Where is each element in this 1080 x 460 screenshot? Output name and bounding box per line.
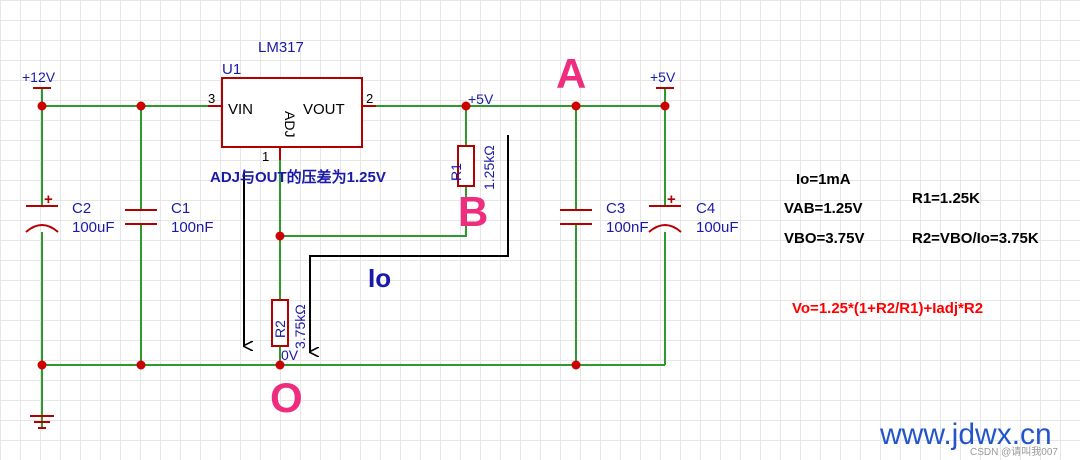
capacitor-c1	[125, 209, 157, 225]
node-o-label: O	[270, 374, 303, 421]
capacitor-c3	[560, 209, 592, 225]
io-current-label: Io	[368, 263, 391, 293]
wires	[41, 88, 666, 428]
c1-designator: C1	[171, 200, 190, 217]
u1-part-label: LM317	[258, 39, 304, 56]
junction-dot	[660, 101, 670, 111]
u1-designator: U1	[222, 61, 241, 78]
c3-value: 100nF	[606, 219, 649, 236]
calc-r1: R1=1.25K	[912, 190, 980, 207]
r1-value: 1.25kΩ	[481, 145, 497, 190]
c2-designator: C2	[72, 200, 91, 217]
current-path-arrow	[309, 135, 509, 352]
r2-designator: R2	[272, 320, 288, 338]
c2-value: 100uF	[72, 219, 115, 236]
pin-1-number: 1	[262, 149, 269, 164]
calc-r2: R2=VBO/Io=3.75K	[912, 230, 1039, 247]
resistor-r2	[271, 299, 289, 347]
capacitor-c4	[648, 205, 682, 233]
net-5v-port-label: +5V	[650, 69, 676, 85]
pin-2-number: 2	[366, 91, 373, 106]
calc-vbo: VBO=3.75V	[784, 230, 864, 247]
resistor-r1	[457, 145, 475, 187]
pin-vout-label: VOUT	[303, 101, 345, 118]
junction-dot	[136, 360, 146, 370]
node-b-label: B	[458, 188, 488, 235]
junction-dot	[571, 101, 581, 111]
junction-dot	[136, 101, 146, 111]
pin-vin-label: VIN	[228, 101, 253, 118]
junction-dot	[275, 231, 285, 241]
capacitor-c2	[25, 205, 59, 233]
calc-io: Io=1mA	[796, 171, 851, 188]
ground-symbol	[30, 415, 54, 429]
wire-r1-bottom	[280, 186, 467, 237]
adj-voltage-note: ADJ与OUT的压差为1.25V	[210, 168, 386, 186]
junction-dot	[37, 360, 47, 370]
r2-value: 3.75kΩ	[292, 304, 308, 349]
lm317-body	[221, 77, 363, 148]
junction-dot	[37, 101, 47, 111]
calc-vab: VAB=1.25V	[784, 200, 863, 217]
c1-value: 100nF	[171, 219, 214, 236]
r1-designator: R1	[448, 163, 464, 181]
c4-polarity-mark: +	[667, 191, 676, 208]
c3-designator: C3	[606, 200, 625, 217]
pin-3-number: 3	[208, 91, 215, 106]
watermark-csdn: CSDN @请叫我007	[970, 445, 1058, 458]
c4-value: 100uF	[696, 219, 739, 236]
junction-dot	[275, 360, 285, 370]
c4-designator: C4	[696, 200, 715, 217]
zero-v-label: 0V	[281, 347, 299, 363]
node-a-label: A	[556, 50, 586, 97]
output-formula: Vo=1.25*(1+R2/R1)+Iadj*R2	[792, 300, 983, 317]
lm317-regulator	[208, 77, 376, 160]
pin-adj-label: ADJ	[282, 111, 298, 137]
junction-dot	[461, 101, 471, 111]
c2-polarity-mark: +	[44, 191, 53, 208]
watermark-site: www.jdwx.cn	[879, 418, 1052, 451]
junctions	[37, 101, 670, 370]
junction-dot	[571, 360, 581, 370]
net-12v-label: +12V	[22, 69, 56, 85]
net-5v-label: +5V	[468, 91, 494, 107]
